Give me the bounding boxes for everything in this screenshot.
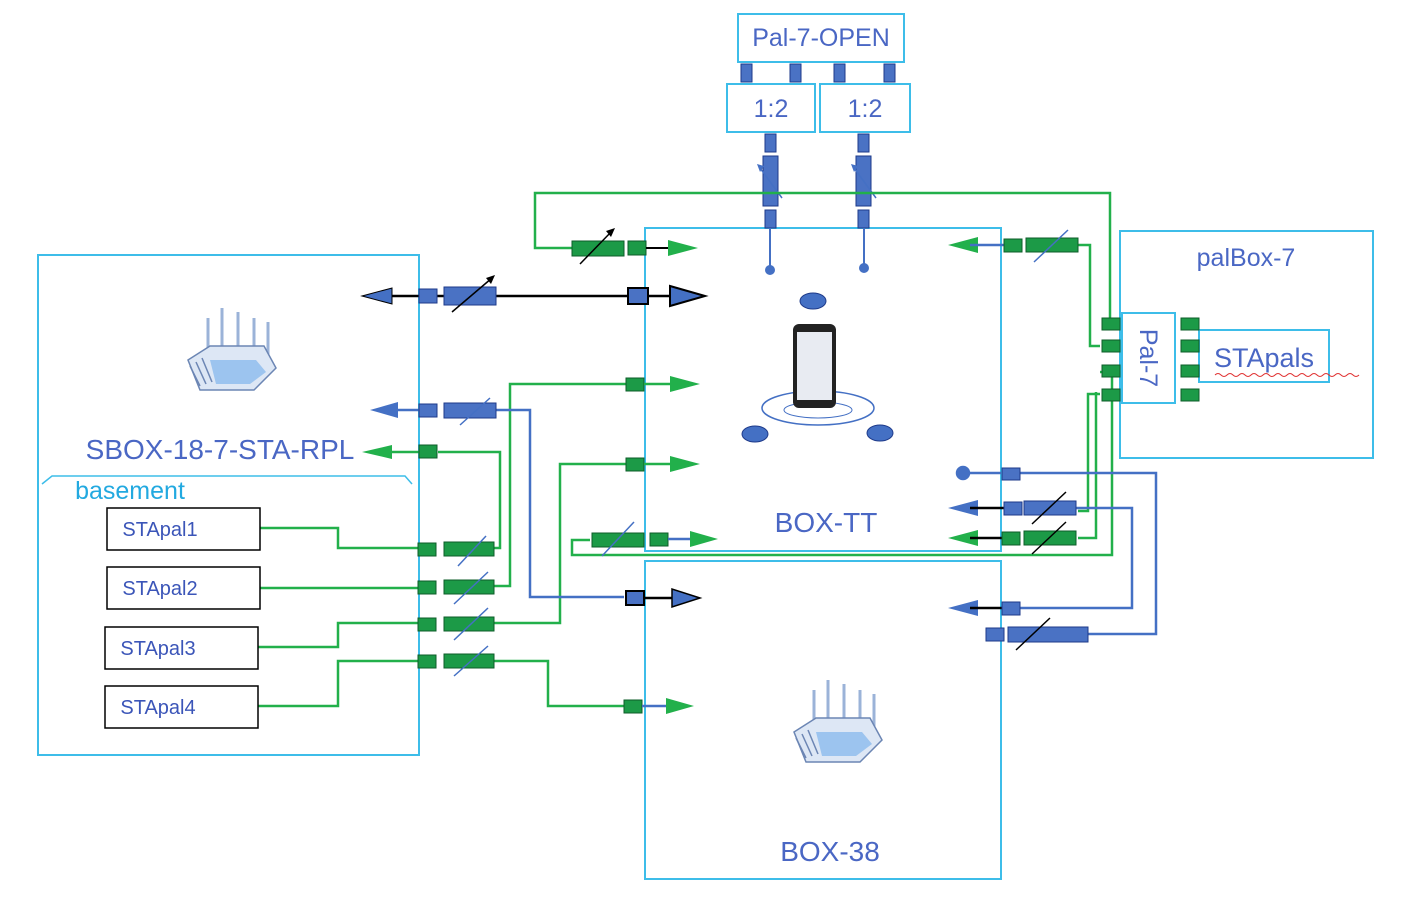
stapal2-box[interactable] xyxy=(106,566,261,610)
stapal1-box[interactable] xyxy=(106,507,261,551)
stapal1-label: STApal1 xyxy=(122,519,197,541)
phone-icon xyxy=(793,324,836,408)
spellcheck-underline xyxy=(1214,373,1360,377)
boxtt-top-left-input xyxy=(571,228,698,265)
blue-links xyxy=(496,408,1158,636)
pal7-open-port xyxy=(833,63,846,83)
pal7-open-port xyxy=(789,63,802,83)
pal7-open-label: Pal-7-OPEN xyxy=(752,24,890,52)
boxtt-green-inputs xyxy=(591,376,718,557)
stapal2-label: STApal2 xyxy=(122,578,197,600)
router-icon xyxy=(187,308,277,391)
stapal3-box[interactable] xyxy=(104,626,259,670)
boxtt-right-inputs xyxy=(948,229,1079,555)
sbox-frame xyxy=(37,254,420,756)
box38-inputs xyxy=(623,587,703,714)
basement-bracket xyxy=(41,475,413,485)
splitter-1-box[interactable] xyxy=(726,83,816,133)
stapals-label: STApals xyxy=(1214,343,1314,373)
pal7-open-box[interactable] xyxy=(737,13,905,63)
pal7-label: Pal-7 xyxy=(1134,329,1162,387)
pal7-ports xyxy=(1101,317,1200,402)
sbox-title: SBOX-18-7-STA-RPL xyxy=(86,434,355,465)
pal7-box[interactable] xyxy=(1121,312,1176,404)
sbox-green-arrow xyxy=(362,444,438,459)
splitter-2-label: 1:2 xyxy=(848,95,883,123)
stapal4-box[interactable] xyxy=(104,685,259,729)
box-38-frame xyxy=(644,560,1002,880)
green-links xyxy=(258,191,1114,708)
splitter-1-cable xyxy=(757,133,783,275)
turntable-icon xyxy=(741,292,894,443)
splitter-1-label: 1:2 xyxy=(754,95,789,123)
splitter-2-cable xyxy=(851,133,877,273)
sbox-attenuators xyxy=(417,535,495,677)
stapal4-label: STApal4 xyxy=(120,697,195,719)
box38-right-inputs xyxy=(948,600,1089,651)
stapal3-label: STApal3 xyxy=(120,638,195,660)
box-tt-frame xyxy=(644,227,1002,552)
pal7-open-port xyxy=(883,63,896,83)
box-38-label: BOX-38 xyxy=(780,836,880,867)
sbox-sublabel: basement xyxy=(75,477,185,505)
pal7-open-port xyxy=(740,63,753,83)
splitter-2-box[interactable] xyxy=(819,83,911,133)
stapals-box[interactable] xyxy=(1198,329,1330,383)
black-link xyxy=(360,275,709,313)
palbox-title: palBox-7 xyxy=(1197,244,1296,272)
box-tt-label: BOX-TT xyxy=(775,507,878,538)
router-icon xyxy=(793,680,883,763)
sbox-blue-arrow xyxy=(370,397,497,426)
